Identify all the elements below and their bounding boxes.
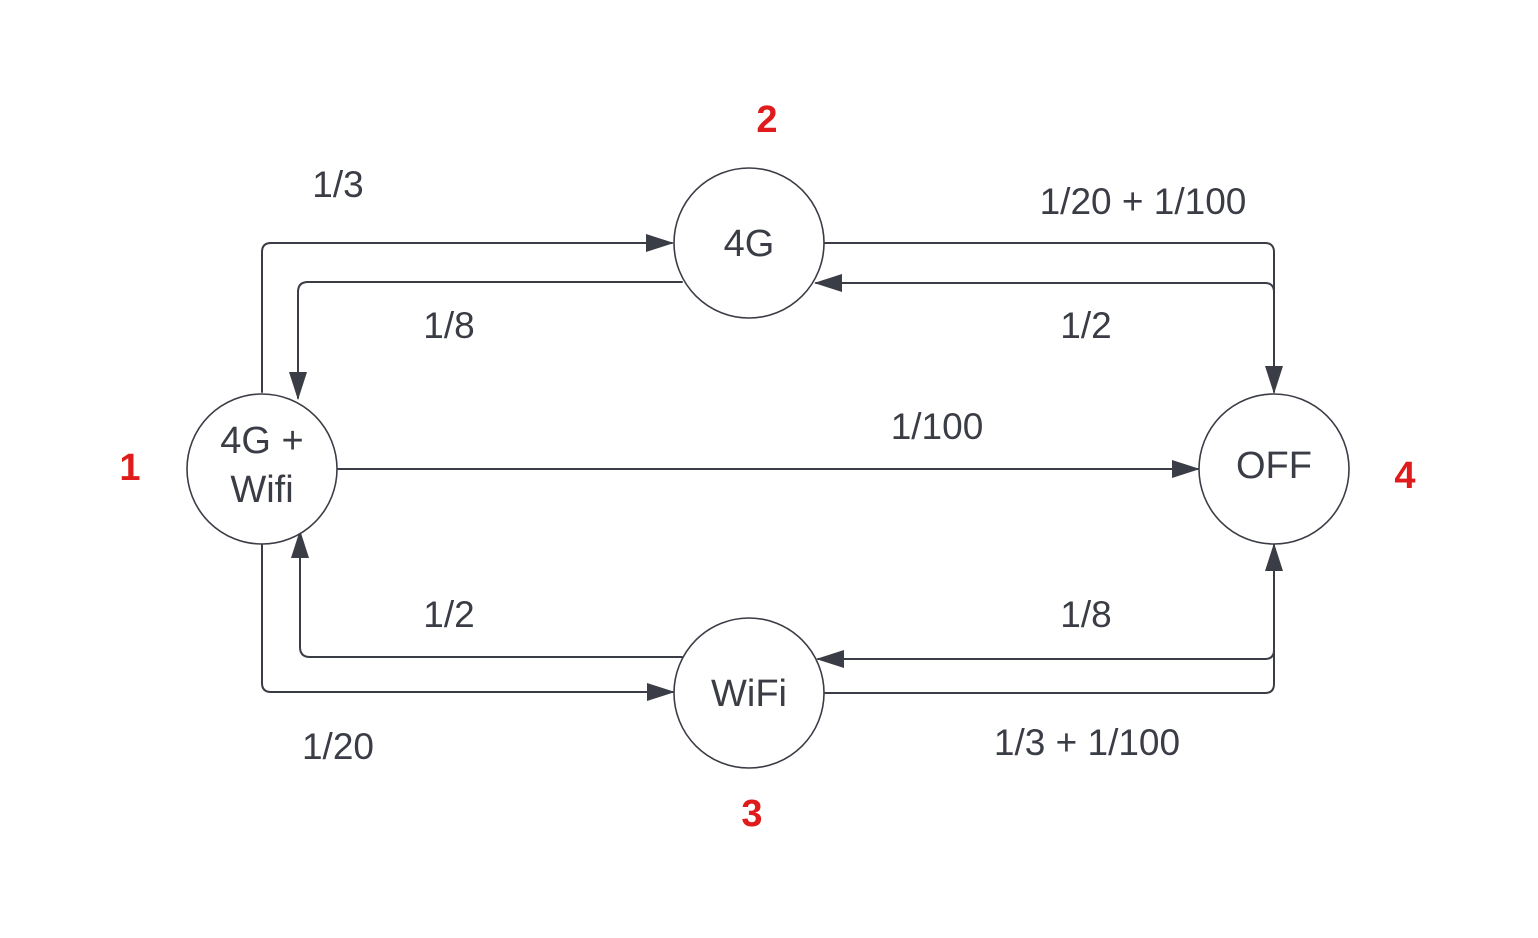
edge-1-to-3 xyxy=(261,544,675,701)
node-off: OFF xyxy=(1198,393,1350,545)
edge-label-2-to-4: 1/20 + 1/100 xyxy=(1040,181,1247,222)
edge-label-1-to-3: 1/20 xyxy=(302,726,374,767)
edge-2-to-4 xyxy=(823,242,1283,394)
edge-4-to-3 xyxy=(816,649,1275,668)
edge-label-1-to-2: 1/3 xyxy=(312,164,363,205)
edge-4-to-2 xyxy=(814,274,1275,293)
state-number-3: 3 xyxy=(741,793,762,835)
node-4g: 4G xyxy=(673,167,825,319)
node-off-label: OFF xyxy=(1236,445,1312,487)
node-4g-wifi-label-line1: 4G + xyxy=(220,420,303,462)
node-4g-label: 4G xyxy=(724,223,775,265)
node-wifi-label: WiFi xyxy=(711,673,787,715)
state-number-2: 2 xyxy=(756,99,777,141)
edge-label-2-to-1: 1/8 xyxy=(423,305,474,346)
edge-label-3-to-1: 1/2 xyxy=(423,594,474,635)
edge-3-to-4 xyxy=(824,543,1283,694)
edge-label-4-to-2: 1/2 xyxy=(1060,305,1111,346)
state-number-4: 4 xyxy=(1394,455,1415,497)
edge-1-to-2 xyxy=(261,234,674,393)
node-4g-wifi-label-line2: Wifi xyxy=(230,469,293,511)
edge-label-3-to-4: 1/3 + 1/100 xyxy=(994,722,1180,763)
edge-3-to-1 xyxy=(291,530,683,658)
node-4g-wifi: 4G + Wifi xyxy=(186,393,338,545)
node-wifi: WiFi xyxy=(673,617,825,769)
edge-label-1-to-4: 1/100 xyxy=(891,406,984,447)
edge-2-to-1 xyxy=(289,281,683,400)
edge-label-4-to-3: 1/8 xyxy=(1060,594,1111,635)
state-number-1: 1 xyxy=(119,447,140,489)
